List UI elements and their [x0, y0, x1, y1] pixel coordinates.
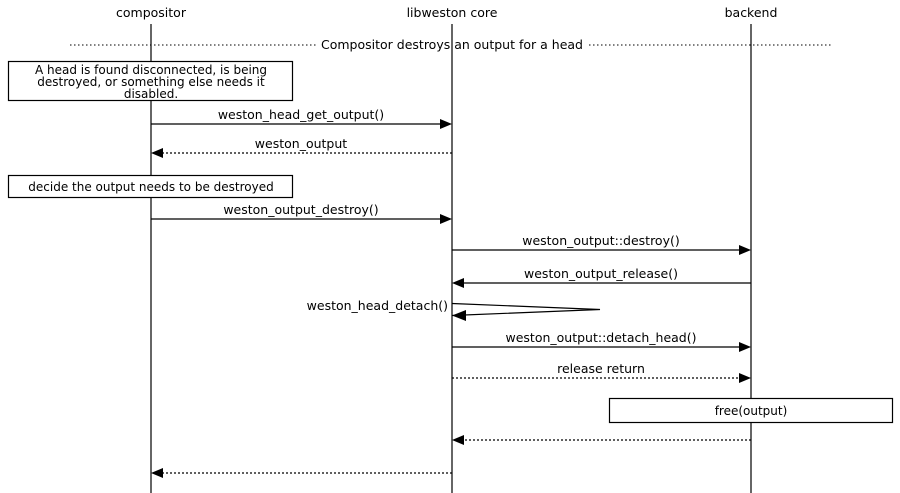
note-head-disconnected-line-2: destroyed, or something else needs it	[37, 75, 265, 89]
arrowhead-right-release-return	[739, 373, 751, 383]
arrowhead-left-weston-output-return	[151, 148, 163, 158]
message-label-release-return: release return	[557, 361, 645, 376]
note-head-disconnected-line-1: A head is found disconnected, is being	[35, 63, 267, 77]
message-label-weston-output-destroy: weston_output_destroy()	[223, 202, 378, 217]
message-selfloop-weston-head-detach	[451, 302, 601, 317]
arrowhead-right-weston-output-detach-head	[739, 342, 751, 352]
arrowhead-right-weston-output-destroy	[440, 214, 452, 224]
arrowhead-right-weston-output-destroy-vfunc	[739, 245, 751, 255]
actor-label-libweston-core: libweston core	[407, 5, 498, 20]
note-decide-destroy-label: decide the output needs to be destroyed	[28, 180, 273, 194]
note-head-disconnected-line-3: disabled.	[124, 87, 178, 101]
message-label-weston-output-destroy-vfunc: weston_output::destroy()	[522, 233, 680, 248]
arrowhead-left-weston-output-release	[452, 278, 464, 288]
note-head-disconnected-box	[7, 60, 294, 102]
actor-label-compositor: compositor	[116, 5, 187, 20]
divider-label: Compositor destroys an output for a head	[321, 37, 583, 52]
note-free-output-box	[608, 397, 894, 424]
arrowhead-left-weston-head-detach	[452, 310, 466, 321]
actor-label-backend: backend	[725, 5, 778, 20]
message-label-weston-output-release: weston_output_release()	[524, 266, 678, 281]
message-label-weston-output-detach-head: weston_output::detach_head()	[506, 330, 697, 345]
arrowhead-right-weston-head-get-output	[440, 119, 452, 129]
message-label-weston-head-get-output: weston_head_get_output()	[218, 107, 384, 122]
message-label-weston-head-detach: weston_head_detach()	[307, 298, 448, 313]
arrowhead-left-core-return	[151, 468, 163, 478]
note-free-output-label: free(output)	[715, 404, 788, 418]
note-decide-destroy-box	[7, 174, 294, 199]
arrowhead-left-backend-return	[452, 435, 464, 445]
message-label-weston-output-return: weston_output	[255, 136, 347, 151]
